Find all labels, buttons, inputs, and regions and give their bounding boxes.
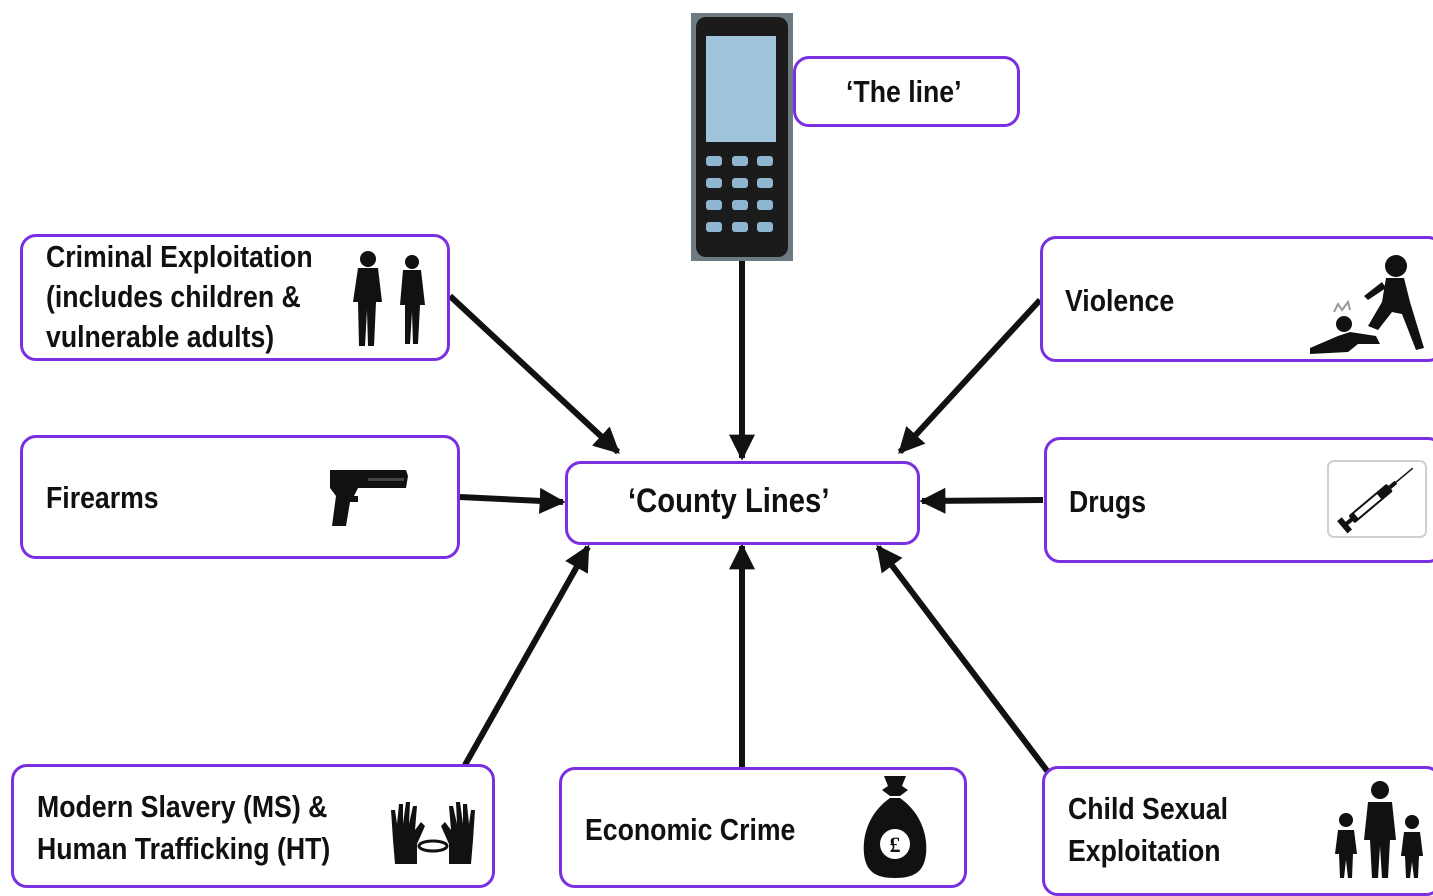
- violence-label: Violence: [1065, 283, 1175, 318]
- mobile-phone-icon: [691, 13, 793, 261]
- child-sexual-exploitation-label-line-1: Child Sexual: [1068, 791, 1229, 826]
- firearms-label: Firearms: [46, 480, 159, 515]
- arrow-modern-slavery-to-center: [462, 544, 591, 767]
- criminal-exploitation-label-line-2: (includes children &: [46, 279, 301, 314]
- handgun-icon: [330, 470, 408, 526]
- family-icon: [1335, 781, 1423, 878]
- modern-slavery-label-line-2: Human Trafficking (HT): [37, 831, 331, 866]
- drugs-label: Drugs: [1069, 484, 1147, 519]
- money-bag-icon: £: [863, 776, 927, 878]
- handcuffed-hands-icon: [391, 802, 475, 864]
- child-sexual-exploitation-label-line-2: Exploitation: [1068, 833, 1221, 868]
- arrow-drugs-to-center: [919, 487, 1044, 514]
- criminal-exploitation-label-line-3: vulnerable adults): [46, 319, 275, 354]
- arrow-violence-to-center: [897, 297, 1043, 455]
- arrow-child-sexual-exploitation-to-center: [875, 544, 1051, 774]
- county-lines-box: [565, 461, 920, 545]
- county-lines-label: ‘County Lines’: [628, 482, 830, 520]
- assault-icon: [1310, 255, 1424, 354]
- svg-text:£: £: [890, 832, 901, 857]
- firearms-box: [20, 435, 460, 559]
- arrow-firearms-to-center: [459, 487, 566, 514]
- syringe-icon: [1327, 460, 1427, 538]
- arrow-criminal-exploitation-to-center: [447, 293, 621, 455]
- economic-crime-label: Economic Crime: [585, 812, 796, 847]
- people-walking-icon: [353, 251, 425, 346]
- criminal-exploitation-label-line-1: Criminal Exploitation: [46, 239, 313, 274]
- the-line-label: ‘The line’: [846, 74, 962, 109]
- modern-slavery-label-line-1: Modern Slavery (MS) &: [37, 789, 328, 824]
- arrows: [447, 260, 1051, 774]
- the-line-box: [793, 56, 1020, 127]
